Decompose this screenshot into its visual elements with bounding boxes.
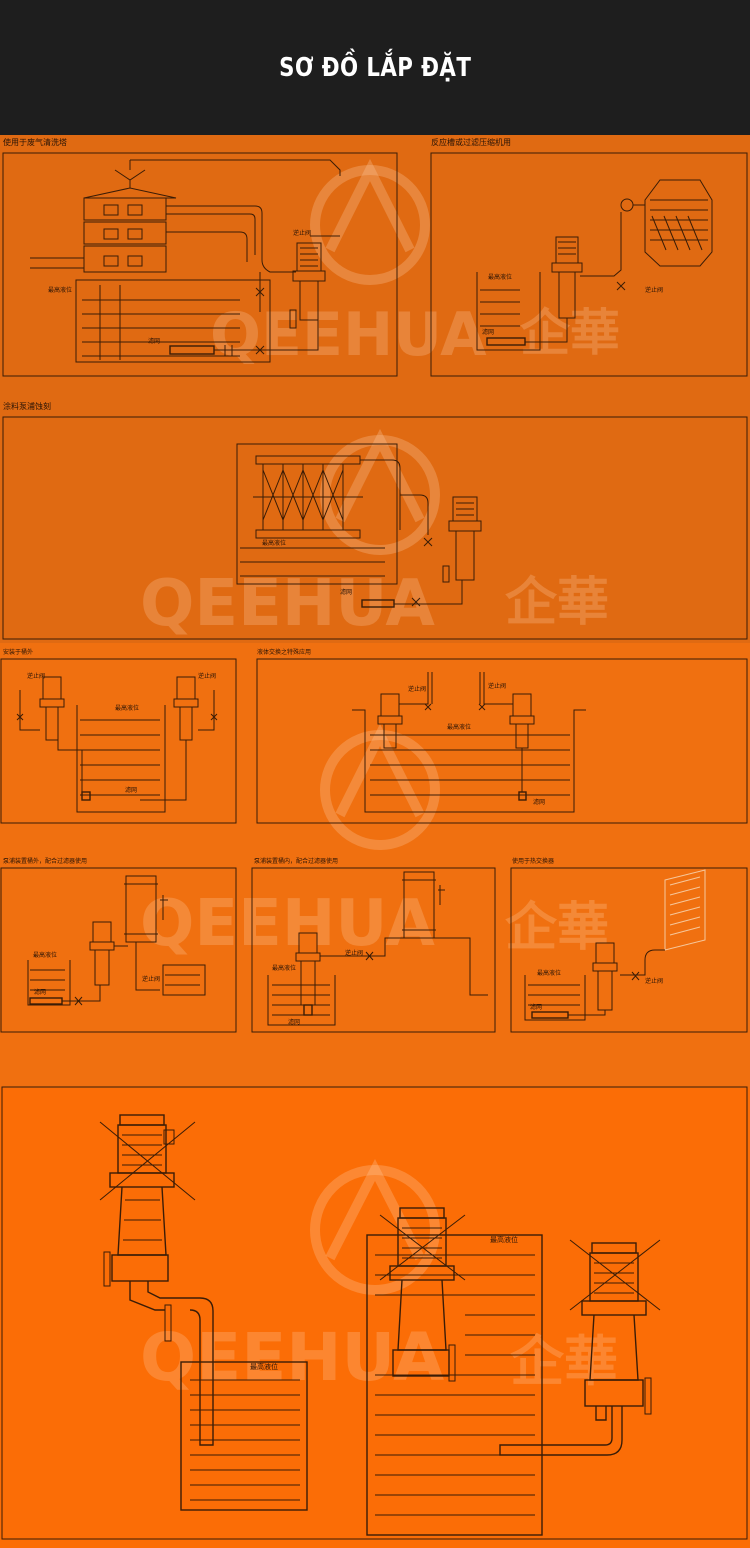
panel3-filter-label: 滤网 bbox=[340, 589, 353, 596]
panel8-level-label: 最高液位 bbox=[537, 970, 562, 977]
panel9-level-center: 最高液位 bbox=[490, 1236, 518, 1244]
large-pump-left bbox=[99, 1114, 308, 1511]
panel3-level-label: 最高液位 bbox=[262, 540, 287, 547]
panel4-caption: 安装于桶外 bbox=[3, 649, 34, 656]
page-title: SƠ ĐỒ LẮP ĐẶT bbox=[278, 52, 472, 83]
panel6-level-label: 最高液位 bbox=[33, 952, 58, 959]
watermark-brand-1: QEEHUA bbox=[210, 300, 487, 370]
panel7-caption: 泵浦装置桶内，配合过滤器使用 bbox=[254, 858, 339, 865]
panel7-valve-label: 逆止阀 bbox=[345, 950, 364, 957]
watermark-cjk-2: 企華 bbox=[505, 573, 609, 633]
panel9-level-left: 最高液位 bbox=[250, 1363, 278, 1371]
panel1-level-label: 最高液位 bbox=[48, 287, 73, 294]
panel4-level-label: 最高液位 bbox=[115, 705, 140, 712]
panel7-filter-label: 滤网 bbox=[288, 1019, 301, 1026]
panel2-caption: 反应槽或过滤压缩机用 bbox=[431, 138, 511, 147]
panel8-caption: 使用于热交换器 bbox=[512, 858, 555, 865]
watermark-cjk-3: 企華 bbox=[505, 898, 609, 958]
panel6-filter-label: 滤网 bbox=[34, 989, 47, 996]
panel3-caption: 涂料泵浦蚀刻 bbox=[3, 402, 51, 411]
panel4-valve-left: 逆止阀 bbox=[27, 673, 46, 680]
panel4-valve-right: 逆止阀 bbox=[198, 673, 217, 680]
panel5-valve-right: 逆止阀 bbox=[488, 683, 507, 690]
panel5-filter-label: 滤网 bbox=[533, 799, 546, 806]
watermark-logo-4 bbox=[310, 1159, 440, 1295]
panel2-level-label: 最高液位 bbox=[488, 274, 513, 281]
panel6-valve-label: 逆止阀 bbox=[142, 976, 161, 983]
panel1-valve-label: 逆止阀 bbox=[293, 230, 312, 237]
panel1-caption: 使用于废气清洗塔 bbox=[3, 138, 67, 147]
panel5-level-label: 最高液位 bbox=[447, 724, 472, 731]
panel8-valve-label: 逆止阀 bbox=[645, 978, 664, 985]
watermark-logo-2 bbox=[320, 428, 440, 555]
page-header: SƠ ĐỒ LẮP ĐẶT bbox=[0, 0, 750, 135]
watermark-cjk-4: 企華 bbox=[510, 1330, 618, 1393]
panel6-caption: 泵浦装置桶外，配合过滤器使用 bbox=[3, 858, 88, 865]
panel7-level-label: 最高液位 bbox=[272, 965, 297, 972]
watermark-brand-3: QEEHUA bbox=[140, 887, 435, 961]
panel5-valve-left: 逆止阀 bbox=[408, 686, 427, 693]
panel5-caption: 液体交换之特殊应用 bbox=[257, 649, 312, 656]
panel1-filter-label: 滤网 bbox=[148, 338, 161, 345]
diagram-band-middle bbox=[0, 643, 750, 1088]
panel4-filter-label: 滤网 bbox=[125, 787, 138, 794]
panel8-filter-label: 滤网 bbox=[530, 1004, 543, 1011]
large-pump-center bbox=[366, 1207, 543, 1536]
panel2-valve-label: 逆止阀 bbox=[645, 287, 664, 294]
large-pump-right bbox=[499, 1239, 661, 1456]
watermark-cjk-1: 企華 bbox=[520, 304, 620, 362]
panel2-filter-label: 滤网 bbox=[482, 329, 495, 336]
watermark-brand-2: QEEHUA bbox=[140, 567, 435, 641]
